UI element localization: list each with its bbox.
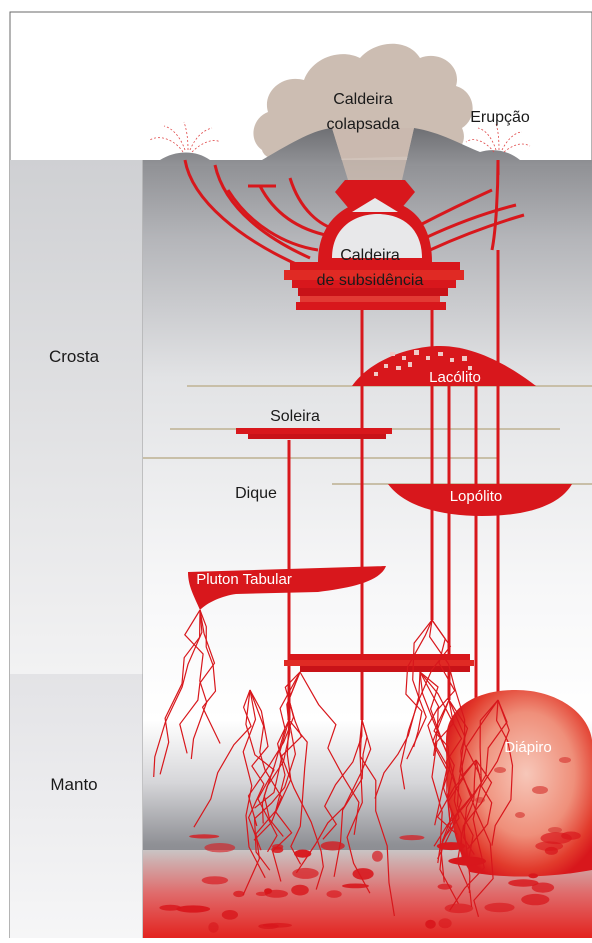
sill-label: Soleira <box>270 408 320 425</box>
melt-blob <box>372 851 383 862</box>
melt-blob <box>176 905 210 912</box>
collapsed-caldera-label-line1: Caldeira <box>333 91 393 108</box>
eruption-label: Erupção <box>470 109 530 126</box>
melt-blob <box>271 847 283 853</box>
melt-blob <box>521 894 549 905</box>
mantle-panel <box>10 674 143 938</box>
melt-blob <box>327 890 342 898</box>
mantle-label: Manto <box>50 775 97 794</box>
melt-blob <box>437 842 466 850</box>
melt-blob <box>258 924 278 929</box>
subsidence-caldera-label-line1: Caldeira <box>340 247 400 264</box>
melt-blob <box>256 892 268 896</box>
melt-blob <box>202 876 228 884</box>
melt-blob <box>425 920 436 929</box>
melt-blob <box>342 884 369 889</box>
melt-blob <box>528 873 538 878</box>
tabular-pluton-label: Pluton Tabular <box>196 571 292 588</box>
melt-blob <box>233 891 244 897</box>
crust-label: Crosta <box>49 347 100 366</box>
melt-blob <box>321 841 345 850</box>
melt-blob <box>222 910 238 920</box>
melt-blob <box>445 904 474 914</box>
lopolith-label: Lopólito <box>450 488 503 505</box>
melt-blob <box>448 857 484 865</box>
collapsed-caldera-label-line2: colapsada <box>327 116 400 133</box>
melt-blob <box>189 834 219 838</box>
melt-blob <box>292 868 318 879</box>
laccolith-label: Lacólito <box>429 369 481 386</box>
melt-blob <box>208 922 218 933</box>
melt-blob <box>508 879 538 886</box>
melt-blob <box>265 890 288 898</box>
melt-blob <box>438 884 453 890</box>
melt-blob <box>484 903 514 913</box>
melt-blob <box>535 841 563 850</box>
melt-blob <box>291 885 309 896</box>
deep-sill-stack <box>284 654 474 672</box>
diapir-label: Diápiro <box>504 739 552 756</box>
dike-label: Dique <box>235 485 277 502</box>
melt-blob <box>159 905 181 911</box>
melt-blob <box>353 868 374 880</box>
melt-blob <box>204 843 235 852</box>
melt-blob <box>439 918 452 928</box>
melt-blob <box>399 835 424 840</box>
melt-blob <box>561 832 581 840</box>
crust-panel <box>10 160 143 674</box>
melt-blob <box>294 850 311 858</box>
subsidence-caldera-label-line2: de subsidência <box>317 272 424 289</box>
sill-body <box>236 428 392 439</box>
